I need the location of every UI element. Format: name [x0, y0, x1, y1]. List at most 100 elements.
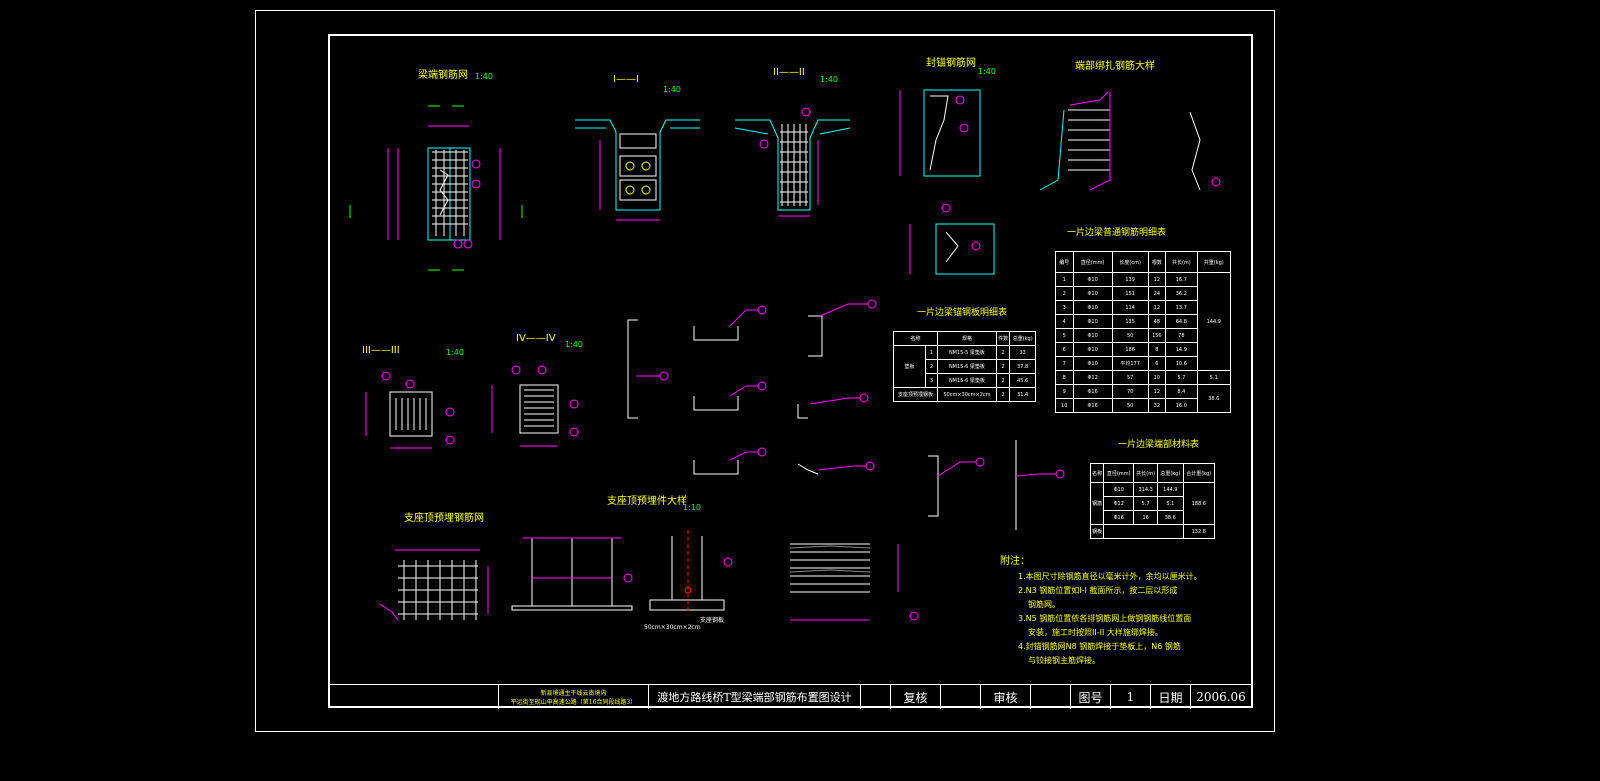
table-cell: 32	[1147, 398, 1167, 413]
table-cell: 139	[1111, 272, 1149, 287]
table-cell: 12	[1147, 384, 1167, 399]
table-cell: 14.9	[1165, 342, 1198, 357]
table-cell: 151	[1111, 286, 1149, 301]
date-value: 2006.06	[1190, 685, 1251, 709]
table-cell: 2	[995, 345, 1011, 360]
drawing-frame	[328, 34, 1253, 708]
title-block-blank	[328, 685, 498, 709]
table-cell: 10	[1055, 398, 1074, 413]
table-cell: 7	[1055, 356, 1074, 371]
table-cell: 45.6	[1009, 373, 1036, 388]
rebar-header-count: 根数	[1147, 251, 1167, 273]
table-cell: NM15-6 梁垫板	[937, 373, 997, 388]
table-cell: 50cm×30cm×2cm	[937, 387, 997, 402]
anchor-group-label: 垫板	[893, 345, 926, 388]
table-cell: Φ12	[1103, 496, 1135, 511]
project-line-2: 平远街至砚山申高速公路（第16合同段线路3）	[510, 699, 637, 706]
table-cell: Φ16	[1072, 384, 1113, 399]
view-scale-section-4: 1:40	[565, 340, 583, 349]
table-cell: 57	[1111, 370, 1149, 385]
view-scale-beam-end-net: 1:40	[475, 72, 493, 81]
table-cell: 2	[1055, 286, 1074, 301]
table-cell: 24	[1147, 286, 1167, 301]
table-cell: 50	[1111, 328, 1149, 343]
table-cell: 16.0	[1165, 398, 1198, 413]
table-cell: 50	[1111, 398, 1149, 413]
note-line: 2.N3 钢筋位置如I-I 截面所示，按二层以形成	[1018, 586, 1178, 595]
rebar-header-weight: 共重(kg)	[1196, 251, 1232, 273]
table-cell: Φ10	[1072, 356, 1113, 371]
notes-list: 1.本图尺寸除钢筋直径以毫米计外，余均以厘米计。 2.N3 钢筋位置如I-I 截…	[1018, 570, 1238, 668]
table-cell: Φ16	[1103, 510, 1135, 525]
table-cell: 3	[924, 373, 939, 388]
approve-value	[1030, 685, 1070, 709]
pipe-dimension-label: 50cm×30cm×2cm	[644, 624, 701, 631]
table-cell: 2	[995, 387, 1011, 402]
drawing-title: 渡地方路线桥T型梁端部钢筋布置图设计	[648, 685, 860, 709]
anchor-plate-table: 名称 规格 件数 总重(kg) 垫板 1 NM15-5 梁垫板 2 33 2 N…	[892, 331, 1036, 402]
view-title-anchor-net: 封锚钢筋网	[926, 58, 976, 69]
table-cell: 10.6	[1165, 356, 1198, 371]
project-line-1: 新县境通主干线云南境内	[540, 690, 607, 697]
table-cell: 36.2	[1165, 286, 1198, 301]
table-cell: 1	[924, 345, 939, 360]
table-cell: 38.6	[1157, 510, 1184, 525]
table-cell: 10	[1147, 370, 1167, 385]
view-bearing-embed	[511, 530, 733, 612]
material-header-diameter: 直径(mm)	[1103, 463, 1135, 483]
material-header-length: 共长(m)	[1133, 463, 1159, 483]
note-line: 4.封锚钢筋网N8 钢筋焊接于垫板上，N6 钢筋	[1018, 642, 1181, 651]
table-cell: 2	[924, 359, 939, 374]
notes-heading: 附注：	[1000, 556, 1030, 567]
table-cell: 5.7	[1133, 496, 1159, 511]
project-name-cell: 新县境通主干线云南境内 平远街至砚山申高速公路（第16合同段线路3）	[498, 685, 648, 709]
table-cell: Φ10	[1072, 272, 1113, 287]
view-scale-section-1: 1:40	[663, 85, 681, 94]
table-cell: 12	[1147, 300, 1167, 315]
table-cell: 8	[1055, 370, 1074, 385]
table-cell	[1103, 524, 1184, 539]
rebar-header-no: 编号	[1055, 251, 1074, 273]
table-cell: 6	[1055, 342, 1074, 357]
view-section-3-4	[365, 365, 579, 449]
table-cell: Φ10	[1072, 286, 1113, 301]
table-cell: 6	[1147, 356, 1167, 371]
table-cell: 186	[1111, 342, 1149, 357]
table-cell: 64.8	[1165, 314, 1198, 329]
table-cell: NM15-5 梁垫板	[937, 345, 997, 360]
approve-label: 审核	[980, 685, 1030, 709]
table-cell: 33	[1009, 345, 1036, 360]
table-cell: 156	[1147, 328, 1167, 343]
table-cell: Φ10	[1072, 300, 1113, 315]
table-cell: 12	[1147, 272, 1167, 287]
anchor-header-name: 名称	[892, 331, 939, 346]
view-scale-bearing-embed: 1:10	[683, 503, 701, 512]
table-cell: 5.7	[1165, 370, 1198, 385]
table-cell: NM15-6 梁垫板	[937, 359, 997, 374]
table-cell: 78	[1165, 328, 1198, 343]
view-scale-section-3: 1:40	[446, 348, 464, 357]
view-anchor-net	[899, 89, 995, 275]
view-title-section-1: I——I	[613, 74, 639, 85]
table-cell: Φ10	[1072, 314, 1113, 329]
anchor-table-title: 一片边梁锚钢板明细表	[917, 308, 1008, 318]
material-header-weight: 总重(kg)	[1157, 463, 1184, 483]
table-cell: Φ10	[1072, 328, 1113, 343]
anchor-header-count: 件数	[995, 331, 1011, 346]
table-cell: 135	[1111, 314, 1149, 329]
note-line: 与铰接钢主筋焊接。	[1028, 656, 1100, 665]
table-cell: 1	[1055, 272, 1074, 287]
rebar-shapes	[627, 315, 1017, 530]
table-cell: 2	[995, 359, 1011, 374]
note-line: 安装，施工时按照II-II 大样施绑焊接。	[1028, 628, 1163, 637]
table-cell: 188.6	[1182, 482, 1215, 525]
table-cell: 平均177	[1111, 356, 1149, 371]
table-cell: 4	[1055, 314, 1074, 329]
table-cell: 2	[995, 373, 1011, 388]
table-cell: 钢板	[1089, 524, 1105, 539]
view-scale-section-2: 1:40	[820, 75, 838, 84]
table-cell: 支座顶预埋钢板	[892, 387, 939, 402]
material-header-name: 名称	[1089, 463, 1105, 483]
table-cell: 314.3	[1133, 482, 1159, 497]
